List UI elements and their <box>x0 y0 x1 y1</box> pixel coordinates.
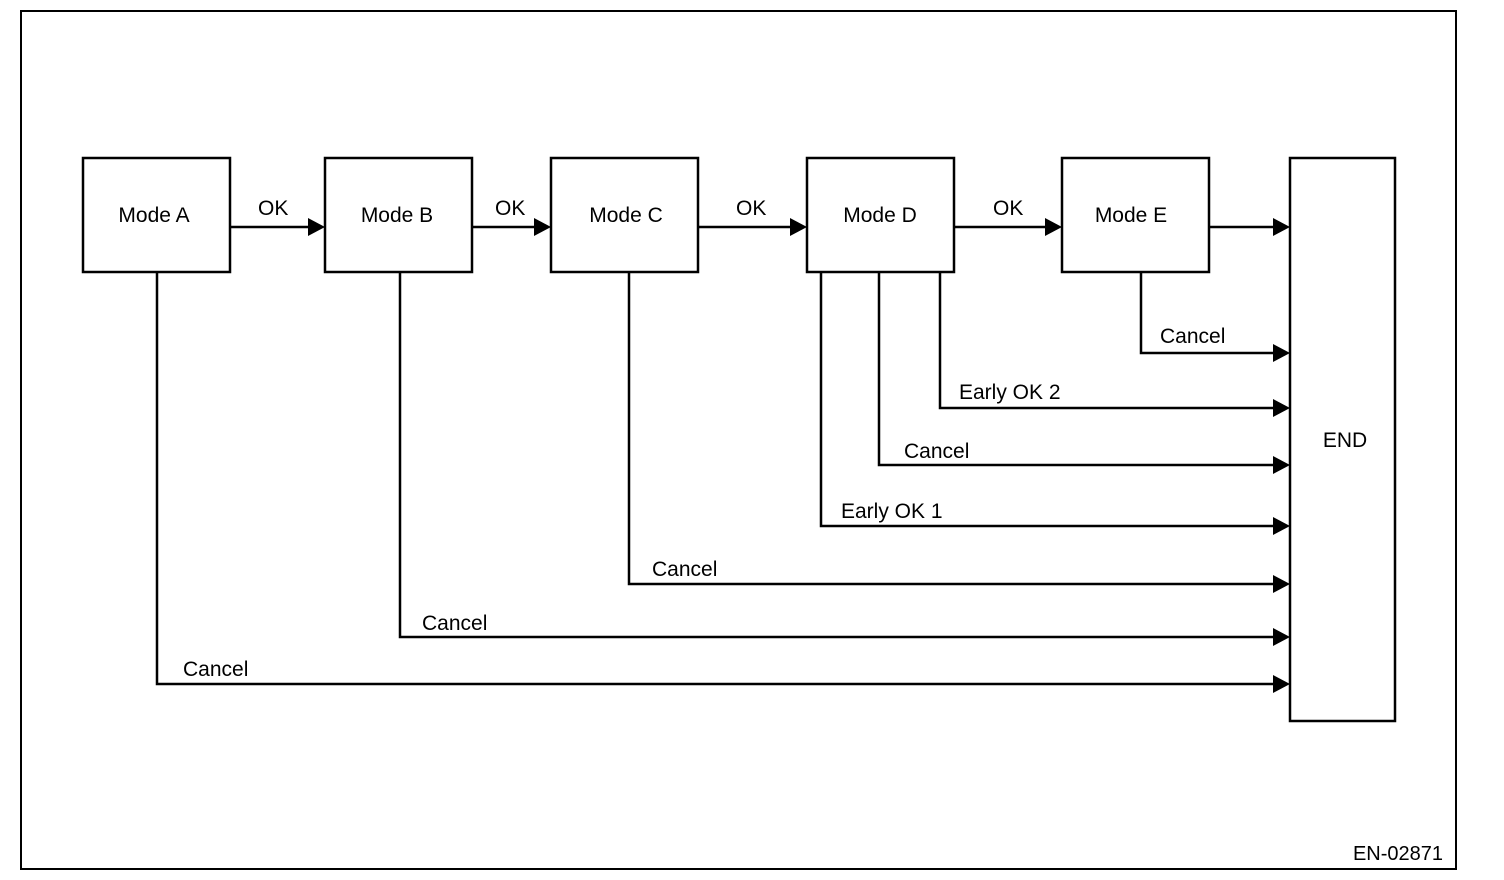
edge-e-cancel-label: Cancel <box>1160 325 1225 348</box>
edge-d-to-e: OK <box>954 197 1062 236</box>
arrowhead-a-to-b <box>308 218 325 236</box>
edge-d-to-e-label: OK <box>993 197 1023 220</box>
edge-b-to-c-label: OK <box>495 197 525 220</box>
edge-b-to-c: OK <box>472 197 551 236</box>
arrowhead-c-cancel <box>1273 575 1290 593</box>
edge-d-early-ok-1-label: Early OK 1 <box>841 500 943 523</box>
edge-a-cancel-label: Cancel <box>183 658 248 681</box>
arrowhead-a-cancel <box>1273 675 1290 693</box>
edge-e-to-end <box>1209 218 1290 236</box>
edge-d-early-ok-1: Early OK 1 <box>819 272 1290 535</box>
edge-b-cancel-label: Cancel <box>422 612 487 635</box>
edge-d-cancel-label: Cancel <box>904 440 969 463</box>
edge-c-cancel-label: Cancel <box>652 558 717 581</box>
edge-c-cancel: Cancel <box>627 272 1290 593</box>
arrowhead-d-early-ok-2 <box>1273 399 1290 417</box>
node-mode-a-label: Mode A <box>118 204 189 227</box>
node-mode-b: Mode B <box>323 156 474 274</box>
arrowhead-e-cancel <box>1273 344 1290 362</box>
node-mode-b-label: Mode B <box>361 204 433 227</box>
edge-d-early-ok-2: Early OK 2 <box>938 272 1290 417</box>
arrowhead-c-to-d <box>790 218 807 236</box>
node-mode-c-label: Mode C <box>589 204 663 227</box>
node-mode-e-label: Mode E <box>1095 204 1167 227</box>
edge-d-cancel: Cancel <box>877 272 1290 474</box>
node-mode-d: Mode D <box>805 156 956 274</box>
arrowhead-d-cancel <box>1273 456 1290 474</box>
edge-a-cancel: Cancel <box>155 272 1290 693</box>
edge-b-cancel: Cancel <box>398 272 1290 646</box>
node-mode-c: Mode C <box>549 156 700 274</box>
diagram-frame <box>20 10 1457 870</box>
edge-d-early-ok-2-label: Early OK 2 <box>959 381 1061 404</box>
edge-e-cancel: Cancel <box>1139 272 1290 362</box>
node-end: END <box>1288 156 1397 723</box>
arrowhead-e-to-end <box>1273 218 1290 236</box>
edge-c-to-d: OK <box>698 197 807 236</box>
arrowhead-d-early-ok-1 <box>1273 517 1290 535</box>
edge-a-to-b-label: OK <box>258 197 288 220</box>
node-mode-a: Mode A <box>81 156 232 274</box>
arrowhead-d-to-e <box>1045 218 1062 236</box>
edge-c-to-d-label: OK <box>736 197 766 220</box>
node-mode-d-label: Mode D <box>843 204 917 227</box>
edge-a-to-b: OK <box>230 197 325 236</box>
node-end-label: END <box>1323 429 1367 452</box>
node-mode-e: Mode E <box>1060 156 1211 274</box>
reference-code: EN-02871 <box>1353 843 1443 865</box>
arrowhead-b-to-c <box>534 218 551 236</box>
arrowhead-b-cancel <box>1273 628 1290 646</box>
